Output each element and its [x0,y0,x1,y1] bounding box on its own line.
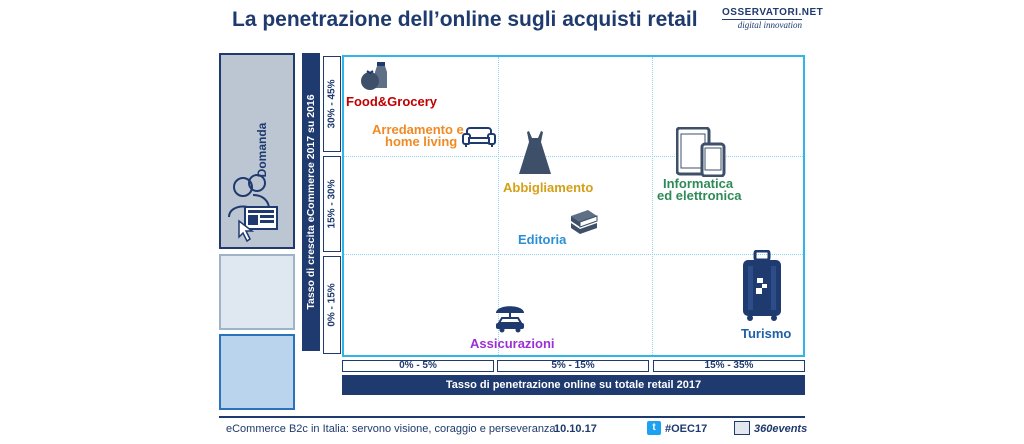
sector-assicurazioni: Assicurazioni [470,336,555,351]
x-axis-label: Tasso di penetrazione online su totale r… [342,375,805,395]
grocery-icon [361,62,387,90]
y-band-low: 0% - 15% [323,256,341,354]
y-band-high: 30% - 45% [323,56,341,152]
demand-label: Domanda [255,122,269,178]
dress-icon [519,131,551,174]
sector-food-grocery: Food&Grocery [346,94,438,109]
grid-divider-v2 [652,57,653,355]
y-axis-bar [302,53,320,351]
brand-name: OSSERVATORI.NET [722,7,824,18]
footer-tagline: eCommerce B2c in Italia: servono visione… [226,423,559,435]
x-band-low-label: 0% - 5% [399,360,437,371]
y-band-mid: 15% - 30% [323,156,341,252]
books-icon [571,210,598,234]
demand-panel-high [219,53,295,249]
footer-events[interactable]: 360events [754,423,808,435]
grid-divider-h2 [344,254,803,255]
people-at-computer-icon [228,174,278,243]
twitter-icon[interactable]: t [647,421,661,435]
footer-hashtag[interactable]: #OEC17 [665,423,708,435]
brand-tagline: digital innovation [722,19,802,30]
grid-divider-h1 [344,156,803,157]
sector-arredamento-line1: Arredamento e [372,122,464,137]
sector-informatica-line2: ed elettronica [657,188,742,203]
grid-divider-v1 [498,57,499,355]
x-band-high: 15% - 35% [653,360,805,372]
y-axis-label: Tasso di crescita eCommerce 2017 su 2016 [305,94,317,310]
sector-arredamento-line2: home living [385,134,458,149]
footer-divider [219,416,805,418]
x-band-mid: 5% - 15% [497,360,649,372]
footer-date: 10.10.17 [554,423,597,435]
brand-logo: OSSERVATORI.NET digital innovation [722,7,824,30]
sofa-icon [462,127,496,147]
x-band-high-label: 15% - 35% [704,360,754,371]
demand-panel-low [219,334,295,410]
x-band-mid-label: 5% - 15% [551,360,595,371]
demand-panel-mid [219,254,295,330]
sector-editoria: Editoria [518,232,567,247]
tablet-smartphone-icon [676,127,726,177]
y-band-mid-label: 15% - 30% [326,179,338,229]
luggage-icon [743,250,781,321]
sector-abbigliamento: Abbigliamento [503,180,594,195]
sector-turismo: Turismo [741,326,792,341]
y-band-high-label: 30% - 45% [326,79,338,129]
x-band-low: 0% - 5% [342,360,494,372]
matrix-grid [342,55,805,357]
page-title: La penetrazione dell’online sugli acquis… [232,8,698,31]
sector-informatica-line1: Informatica [663,176,734,191]
y-band-low-label: 0% - 15% [326,283,338,327]
events-icon [734,421,750,435]
car-umbrella-icon [496,306,524,333]
